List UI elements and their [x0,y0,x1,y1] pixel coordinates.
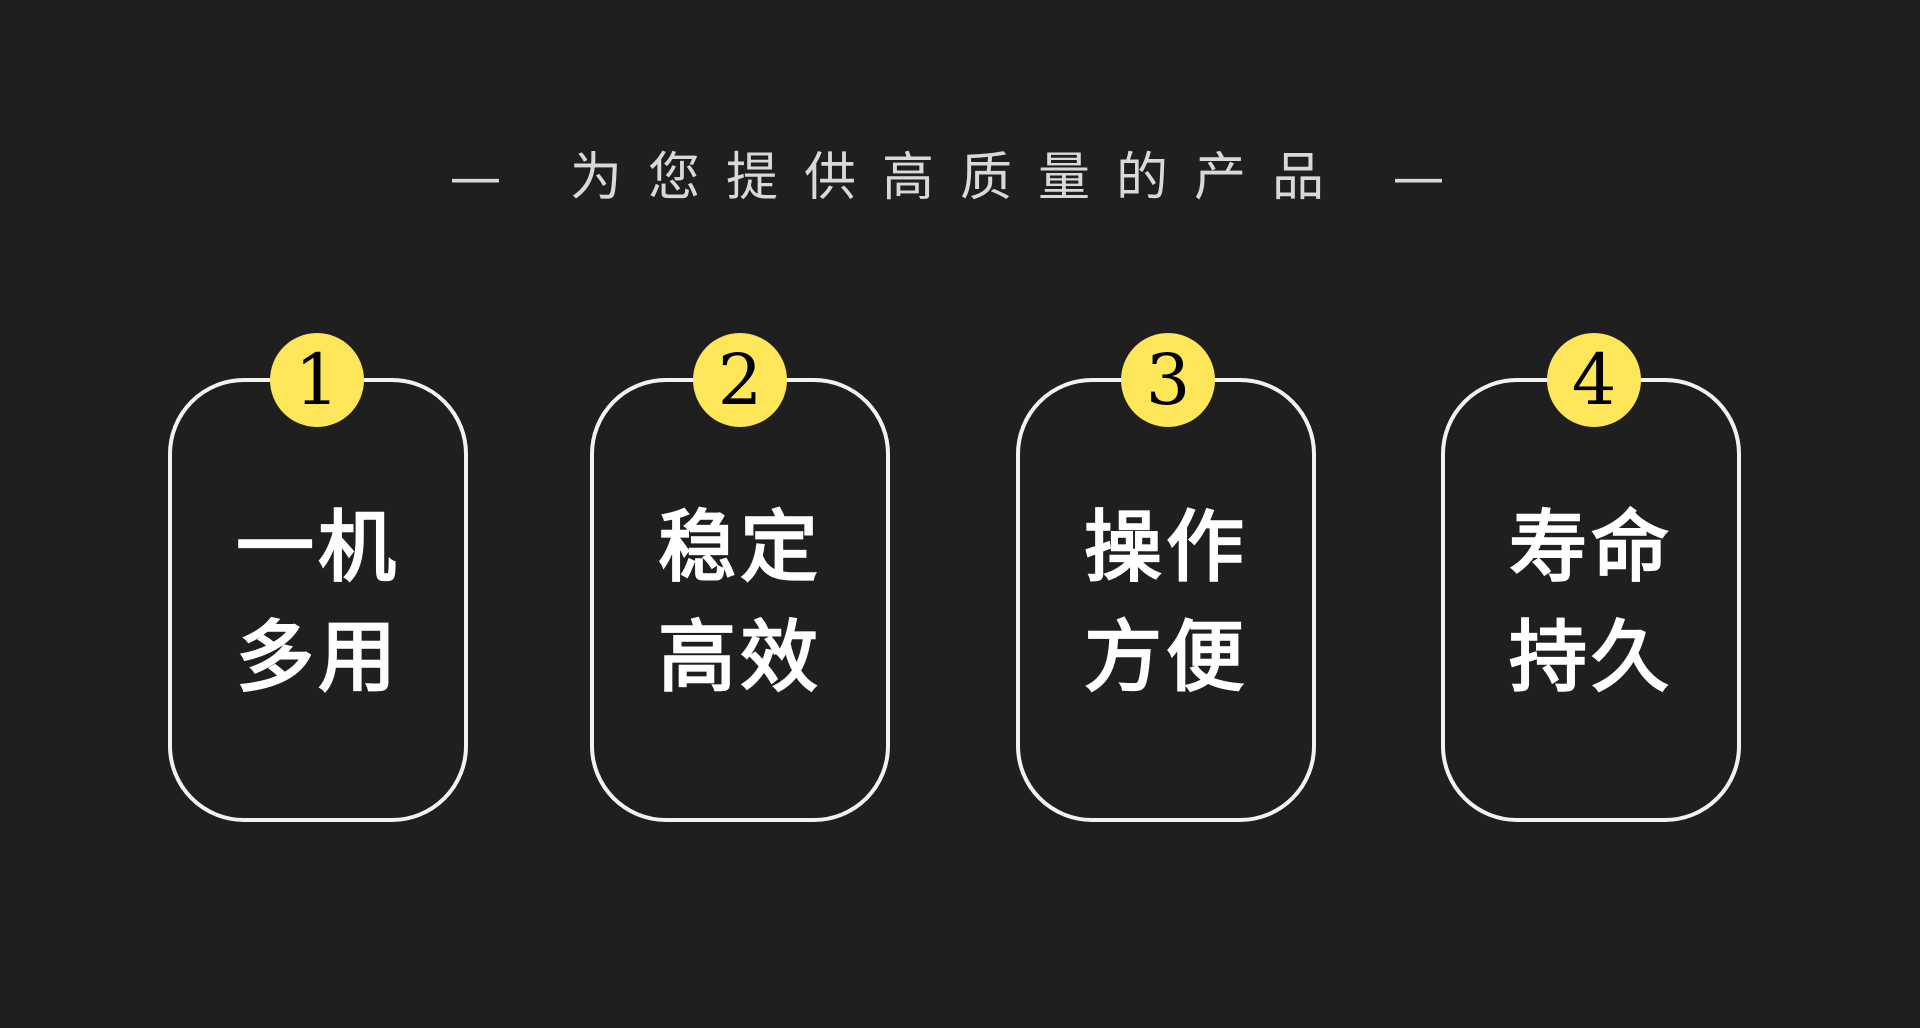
card-line-2: 多用 [235,613,400,703]
section-title: — 为您提供高质量的产品 — [449,148,1471,208]
card-line-1: 寿命 [1508,503,1673,593]
card-line-1: 操作 [1083,503,1248,593]
feature-card-2: 稳定 高效 [590,378,890,822]
feature-card-3: 操作 方便 [1016,378,1316,822]
number-badge-1: 1 [270,333,364,427]
feature-card-4: 寿命 持久 [1441,378,1741,822]
card-line-2: 持久 [1508,613,1673,703]
card-line-2: 方便 [1083,613,1248,703]
number-badge-4: 4 [1547,333,1641,427]
number-badge-3: 3 [1121,333,1215,427]
card-line-1: 稳定 [657,503,822,593]
card-line-2: 高效 [657,613,822,703]
feature-card-1: 一机 多用 [168,378,468,822]
card-line-1: 一机 [235,503,400,593]
number-badge-2: 2 [693,333,787,427]
